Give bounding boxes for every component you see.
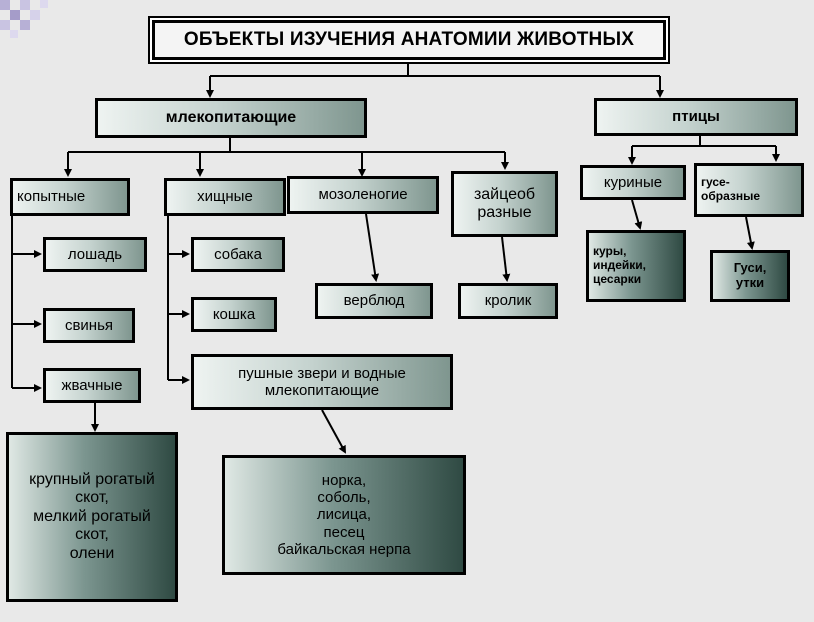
node-gallinaceous: куриные	[580, 165, 686, 200]
node-anseriformes: гусе- образные	[694, 163, 804, 217]
node-calluspods: мозоленогие	[287, 176, 439, 214]
node-cat: кошка	[191, 297, 277, 332]
node-horse: лошадь	[43, 237, 147, 272]
diagram-title: ОБЪЕКТЫ ИЗУЧЕНИЯ АНАТОМИИ ЖИВОТНЫХ	[152, 20, 666, 60]
node-fur-list: норка, соболь, лисица, песец байкальская…	[222, 455, 466, 575]
node-lagomorphs: зайцеоб разные	[451, 171, 558, 237]
node-birds: птицы	[594, 98, 798, 136]
node-rabbit: кролик	[458, 283, 558, 319]
node-mammals: млекопитающие	[95, 98, 367, 138]
node-ruminants: жвачные	[43, 368, 141, 403]
node-geese: Гуси, утки	[710, 250, 790, 302]
node-chickens: куры, индейки, цесарки	[586, 230, 686, 302]
node-cattle: крупный рогатый скот, мелкий рогатый ско…	[6, 432, 178, 602]
node-dog: собака	[191, 237, 285, 272]
corner-pattern-decoration	[0, 0, 48, 38]
node-ungulates: копытные	[10, 178, 130, 216]
node-fur-animals: пушные звери и водные млекопитающие	[191, 354, 453, 410]
node-camel: верблюд	[315, 283, 433, 319]
node-predators: хищные	[164, 178, 286, 216]
node-pig: свинья	[43, 308, 135, 343]
